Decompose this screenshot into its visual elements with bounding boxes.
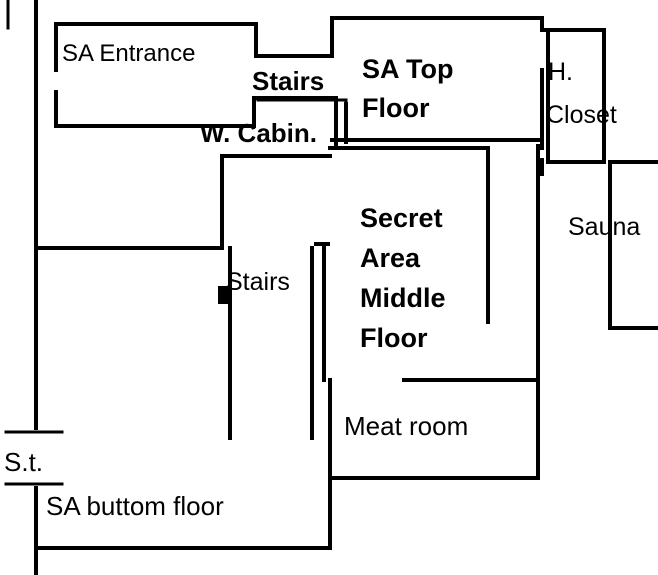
sa-bottom-floor-wall <box>34 476 332 550</box>
stairs-middle-label: Stairs <box>226 268 290 296</box>
sa-bottom-floor-label: SA buttom floor <box>46 491 224 521</box>
sa-entrance-label: SA Entrance <box>62 40 196 67</box>
h-closet-label-1: H. <box>548 58 573 86</box>
stairs-left-marker <box>218 286 228 304</box>
h-closet-label-2: Closet <box>546 101 617 129</box>
w-cabin-label: W. Cabin. <box>200 118 317 148</box>
sa-top-floor-label-2: Floor <box>362 93 430 123</box>
sa-top-floor-label-1: SA Top <box>362 54 454 84</box>
secret-area-label-2: Area <box>360 243 421 273</box>
sauna-wall <box>608 160 658 330</box>
secret-area-label-1: Secret <box>360 203 443 233</box>
sa-entrance-wall <box>54 22 338 128</box>
h-closet-wall <box>546 28 606 164</box>
st-label: S.t. <box>4 447 44 477</box>
w-cabin-wall <box>220 146 490 324</box>
meat-room-wall <box>328 378 540 480</box>
meat-room-label: Meat room <box>344 411 469 441</box>
secret-area-label-3: Middle <box>360 283 446 313</box>
secret-area-label-4: Floor <box>360 323 428 353</box>
inner-right-wall <box>536 144 544 380</box>
st-box <box>4 430 64 486</box>
stairs-top-label: Stairs <box>252 66 325 96</box>
sauna-label: Sauna <box>568 213 641 241</box>
stairs-right-wall <box>310 242 330 440</box>
stairs-top-post <box>334 102 348 148</box>
